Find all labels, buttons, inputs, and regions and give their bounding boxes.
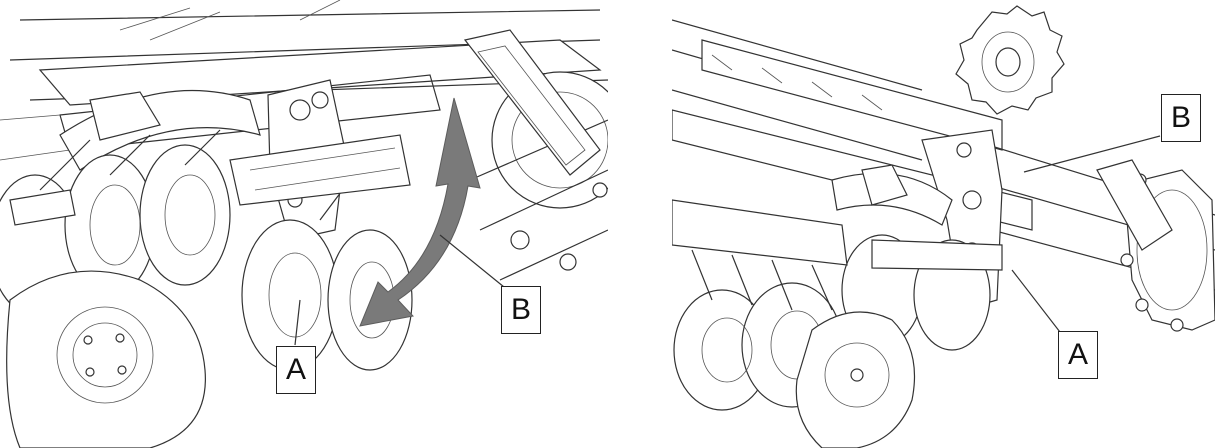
- leader-line-a: [294, 299, 301, 346]
- callout-label-b: B: [501, 286, 541, 334]
- front-disc: [6, 270, 206, 448]
- callout-label-b: B: [1161, 94, 1201, 142]
- callout-label-a: A: [1058, 331, 1098, 379]
- front-disc: [795, 311, 915, 448]
- figure-right: B A: [672, 0, 1215, 448]
- disc-arms: [672, 199, 1003, 311]
- machine-drawing-left: [0, 0, 608, 448]
- disc-arms: [9, 129, 411, 226]
- gear-disc: [955, 5, 1065, 115]
- curved-beam: [831, 164, 953, 226]
- callout-label-a: A: [276, 346, 316, 394]
- curved-beam: [59, 89, 261, 171]
- adjustment-arrow: [359, 97, 481, 327]
- leader-line-b: [1023, 135, 1161, 173]
- machine-drawing-right: [672, 5, 1215, 448]
- figure-left: A B: [0, 0, 608, 448]
